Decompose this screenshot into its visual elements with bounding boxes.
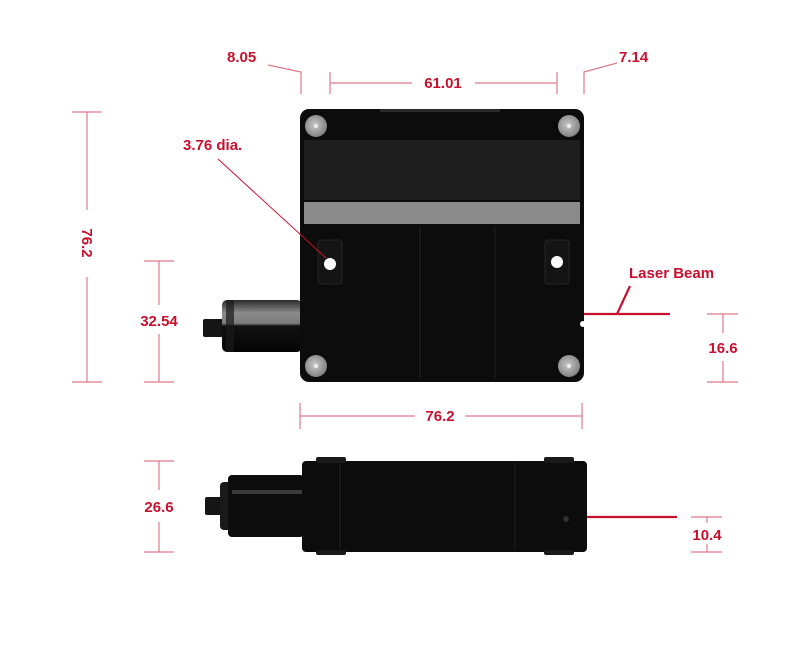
side-aperture bbox=[563, 516, 569, 522]
mount-hole-right bbox=[551, 256, 563, 268]
svg-text:7.14: 7.14 bbox=[619, 49, 649, 66]
svg-text:76.2: 76.2 bbox=[425, 408, 454, 425]
svg-text:32.54: 32.54 bbox=[140, 313, 178, 330]
connector bbox=[203, 300, 302, 352]
svg-text:10.4: 10.4 bbox=[692, 527, 722, 544]
dim-hole-spacing: 61.01 bbox=[329, 72, 558, 94]
dim-connector-height: 32.54 bbox=[140, 260, 178, 383]
screws bbox=[305, 115, 580, 377]
svg-text:3.76 dia.: 3.76 dia. bbox=[183, 137, 242, 154]
dim-side-height: 26.6 bbox=[144, 460, 174, 553]
svg-text:16.6: 16.6 bbox=[708, 340, 737, 357]
dim-height: 76.2 bbox=[72, 111, 102, 383]
dark-band bbox=[304, 140, 580, 200]
gray-stripe bbox=[304, 202, 580, 224]
dim-side-beam-height: 10.4 bbox=[691, 516, 722, 553]
laser-beam bbox=[584, 285, 670, 316]
svg-text:8.05: 8.05 bbox=[227, 49, 256, 66]
laser-beam-label: Laser Beam bbox=[629, 265, 714, 282]
dim-left-offset: 8.05 bbox=[227, 49, 302, 94]
mount-hole-left bbox=[324, 258, 336, 270]
side-connector bbox=[205, 475, 304, 537]
side-body bbox=[302, 461, 587, 552]
side-view: 26.6 10.4 bbox=[144, 457, 722, 555]
svg-text:26.6: 26.6 bbox=[144, 499, 173, 516]
svg-text:61.01: 61.01 bbox=[424, 75, 462, 92]
dim-hole-diameter: 3.76 dia. bbox=[183, 137, 327, 259]
dim-width: 76.2 bbox=[299, 403, 583, 429]
dim-beam-height: 16.6 bbox=[707, 313, 738, 383]
dim-right-offset: 7.14 bbox=[583, 49, 649, 94]
svg-text:76.2: 76.2 bbox=[78, 228, 95, 257]
top-view: Laser Beam 8.05 61.01 7.14 3.76 dia. bbox=[72, 49, 738, 429]
